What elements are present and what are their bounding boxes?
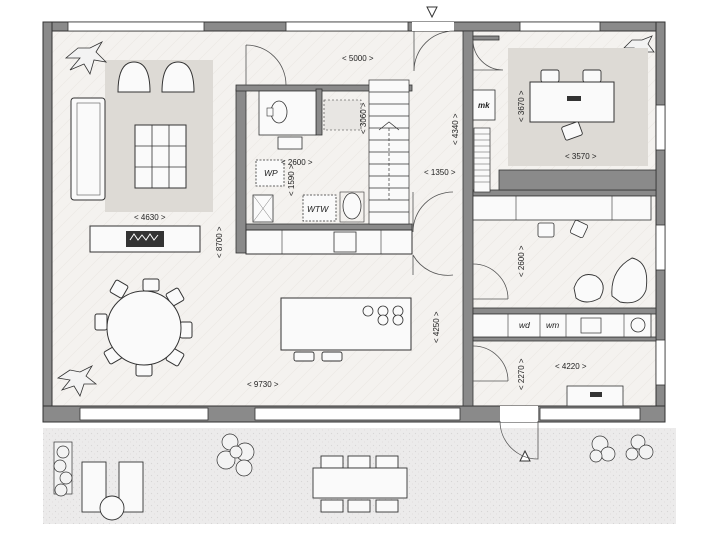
bedroom-chairs [537, 219, 589, 239]
plant-icon [56, 365, 98, 397]
dim-office-width: < 3570 > [565, 152, 597, 161]
dim-office-depth: < 3670 > [517, 90, 526, 122]
desk [529, 81, 615, 123]
entrance-marker [426, 6, 438, 19]
bedroom-wardrobe [472, 195, 652, 221]
utility-tap [630, 317, 646, 333]
dim-stair-gap: < 1350 > [424, 168, 456, 177]
meter-cupboard [472, 89, 496, 121]
staircase [368, 79, 410, 225]
water-heater-label: WP [264, 168, 278, 178]
dim-main-depth: < 8700 > [215, 226, 224, 258]
dim-bath-depth: < 3060 > [359, 102, 368, 134]
dryer-label: wm [546, 320, 559, 330]
plant-icon [53, 441, 73, 497]
dim-total-width: < 9730 > [247, 380, 279, 389]
utility-sink [580, 317, 602, 334]
plant-icon [216, 433, 255, 477]
coffee-table [134, 124, 187, 189]
dim-kitchen-depth: < 4250 > [432, 311, 441, 343]
kitchen-counter [245, 229, 413, 255]
windows [67, 21, 666, 421]
plant-icon [64, 41, 108, 75]
dim-hall-depth: < 4340 > [451, 113, 460, 145]
dim-bedroom-depth: < 2600 > [517, 245, 526, 277]
armchairs [117, 61, 195, 93]
bean-bag [573, 274, 604, 303]
bean-bag [611, 257, 648, 304]
dim-hall-width: < 5000 > [342, 54, 374, 63]
front-door-opening [412, 22, 454, 31]
meter-cupboard-label: mk [478, 101, 490, 110]
cooktop [362, 305, 404, 326]
dim-bath-width: < 2600 > [281, 158, 313, 167]
bar-stools [293, 351, 343, 362]
washer-label: wd [519, 320, 530, 330]
kitchen-island [280, 297, 412, 351]
water-heater [255, 159, 285, 187]
dim-utility-width: < 4220 > [555, 362, 587, 371]
plant-icon [589, 435, 616, 463]
back-door-opening [500, 406, 538, 422]
office-chairs [540, 69, 602, 141]
washer-dryer-area [302, 194, 337, 222]
door-swings [245, 39, 509, 382]
tv-cabinet [89, 225, 201, 253]
garden-table [312, 455, 408, 513]
interior-walls [235, 30, 657, 407]
bathtub [342, 192, 362, 220]
shower [323, 99, 362, 131]
washer-dryer-label: WTW [307, 204, 329, 214]
plant-icon [625, 434, 654, 461]
utility-counter [472, 313, 652, 338]
garden-lounger [81, 461, 144, 521]
dim-toilet-depth: < 1590 > [287, 164, 296, 196]
coat-rack [473, 127, 491, 193]
dining-table [94, 278, 193, 377]
dim-living-width: < 4630 > [134, 213, 166, 222]
dim-utility-depth: < 2270 > [517, 358, 526, 390]
kitchen-sink [333, 231, 357, 253]
